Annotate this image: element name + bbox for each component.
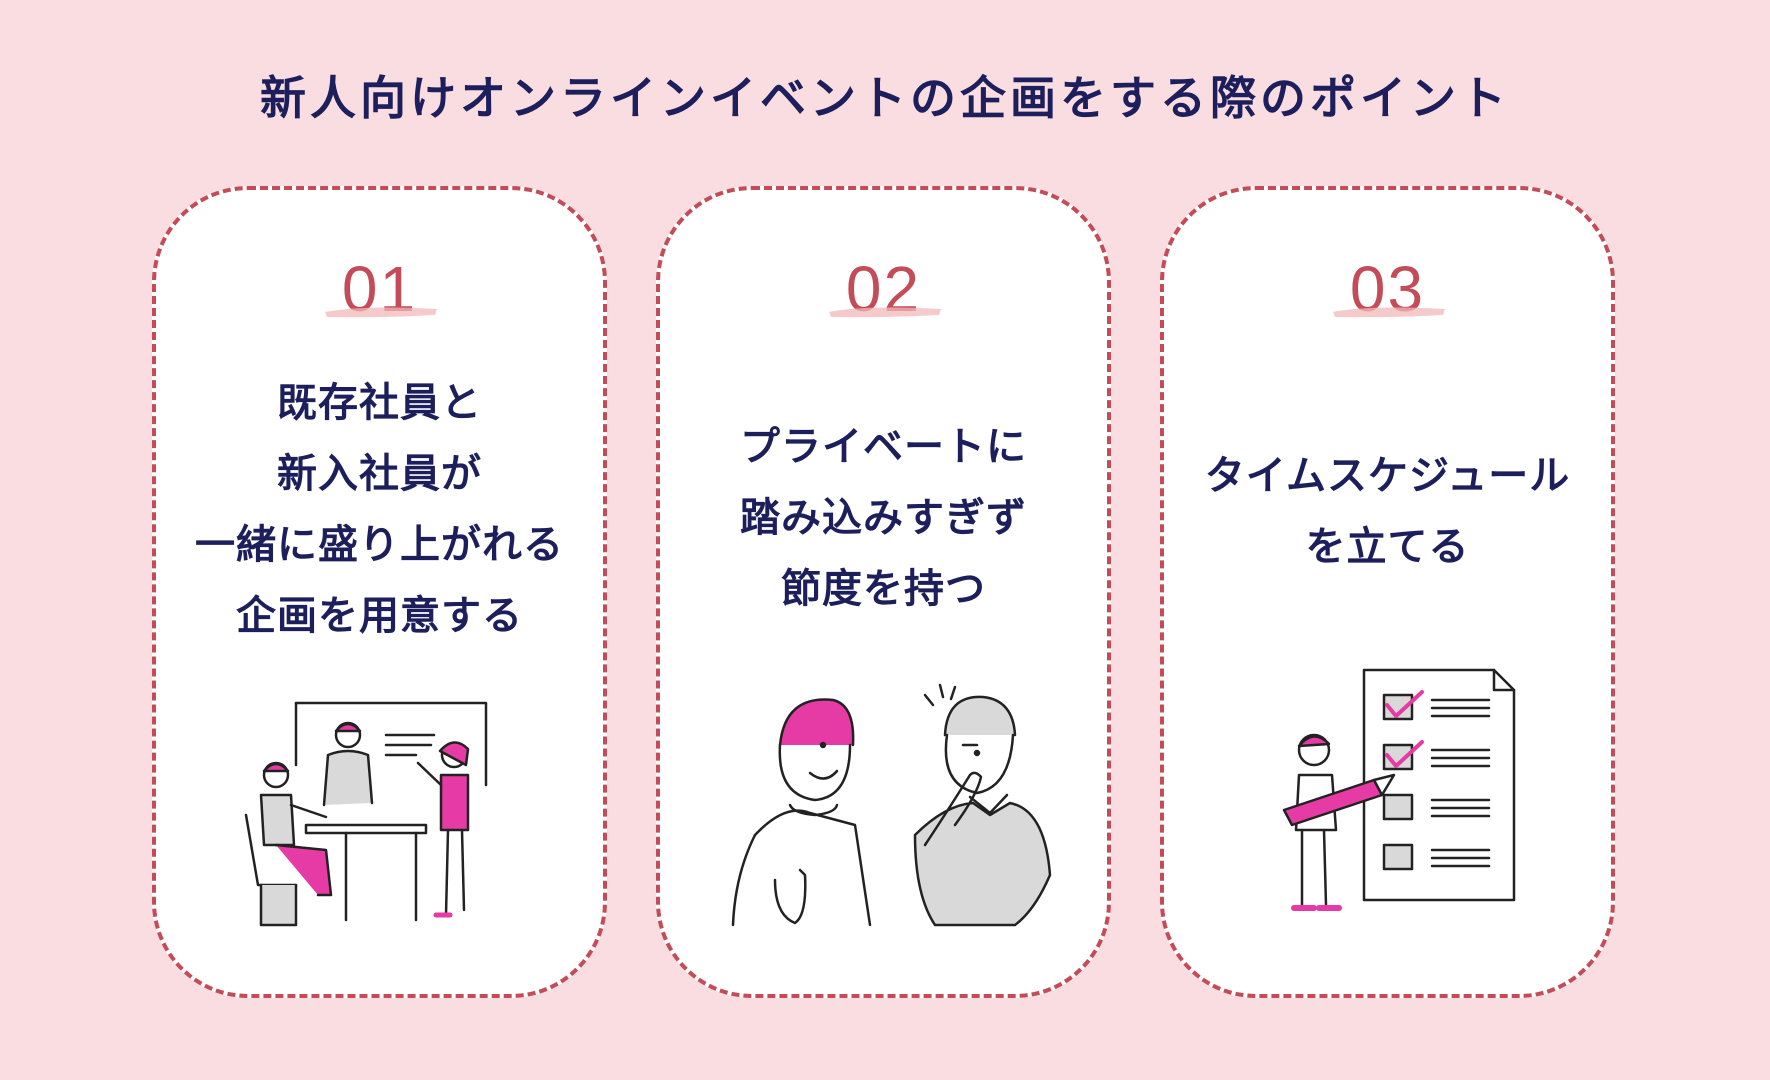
conversation-illustration — [731, 683, 1052, 927]
brush-underline — [829, 307, 941, 318]
card-line: プライベートに — [740, 424, 1027, 470]
point-card-3: 03 タイムスケジュール を立てる — [1160, 186, 1615, 998]
card-description: タイムスケジュール を立てる — [1164, 441, 1611, 583]
card-line: 既存社員と — [277, 380, 482, 426]
point-card-1: 01 既存社員と 新入社員が 一緒に盛り上がれる 企画を用意する — [152, 186, 607, 998]
card-line: 新入社員が — [277, 451, 482, 497]
card-line: 一緒に盛り上がれる — [195, 522, 564, 568]
card-line: タイムスケジュール — [1204, 453, 1571, 499]
page-title: 新人向けオンラインイベントの企画をする際のポイント — [260, 71, 1510, 125]
team-meeting-illustration — [244, 701, 488, 927]
card-line: 節度を持つ — [781, 566, 986, 612]
card-description: プライベートに 踏み込みすぎず 節度を持つ — [660, 412, 1107, 625]
card-line: 企画を用意する — [236, 593, 523, 639]
card-description: 既存社員と 新入社員が 一緒に盛り上がれる 企画を用意する — [156, 368, 603, 652]
brush-underline — [1333, 307, 1445, 318]
brush-underline — [325, 307, 437, 318]
card-line: を立てる — [1305, 524, 1470, 570]
point-card-2: 02 プライベートに 踏み込みすぎず 節度を持つ — [656, 186, 1111, 998]
checklist-illustration — [1282, 668, 1516, 911]
card-line: 踏み込みすぎず — [740, 495, 1027, 541]
